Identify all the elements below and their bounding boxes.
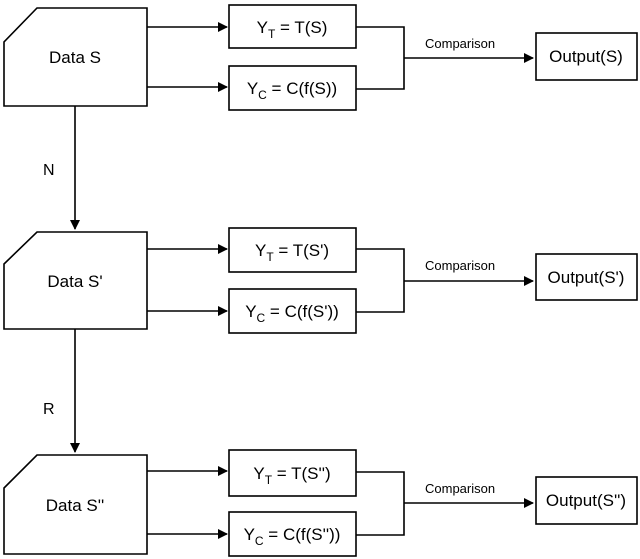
control-box-1-label: YC = C(f(S)) <box>247 79 337 102</box>
output-box-3 <box>535 476 638 525</box>
transition-label-n: N <box>43 162 55 179</box>
control-box-2-label: YC = C(f(S')) <box>245 302 339 325</box>
treatment-box-2 <box>228 227 357 273</box>
transition-label-r: R <box>43 401 55 418</box>
data-node-s-label: Data S <box>49 48 101 67</box>
output-box-2-label: Output(S') <box>548 268 625 287</box>
treatment-box-1 <box>228 4 357 49</box>
comparison-label-1: Comparison <box>425 36 495 51</box>
row-2: Data S' YT = T(S') YC = C(f(S')) Compari… <box>3 227 638 334</box>
treatment-box-2-label: YT = T(S') <box>255 241 329 264</box>
control-box-2 <box>228 288 357 334</box>
output-box-3-label: Output(S'') <box>546 491 626 510</box>
row-1: Data S YT = T(S) YC = C(f(S)) Comparison… <box>3 4 638 111</box>
treatment-box-3-label: YT = T(S'') <box>253 464 330 487</box>
control-box-3 <box>228 511 357 557</box>
output-box-2 <box>535 253 638 301</box>
data-node-s-prime-label: Data S' <box>47 272 102 291</box>
comparison-label-2: Comparison <box>425 258 495 273</box>
control-box-3-label: YC = C(f(S'')) <box>244 525 341 548</box>
comparison-bracket-3 <box>356 471 405 536</box>
treatment-box-1-label: YT = T(S) <box>257 18 328 41</box>
data-node-s-double-prime-label: Data S'' <box>46 496 104 515</box>
output-box-1-label: Output(S) <box>549 47 623 66</box>
control-box-1 <box>228 65 357 111</box>
comparison-label-3: Comparison <box>425 481 495 496</box>
row-3: Data S'' YT = T(S'') YC = C(f(S'')) Comp… <box>3 449 638 557</box>
output-box-1 <box>535 32 638 81</box>
data-node-s-double-prime <box>3 454 148 555</box>
comparison-bracket-2 <box>356 248 405 313</box>
comparison-bracket-1 <box>356 26 405 90</box>
treatment-box-3 <box>228 449 357 497</box>
